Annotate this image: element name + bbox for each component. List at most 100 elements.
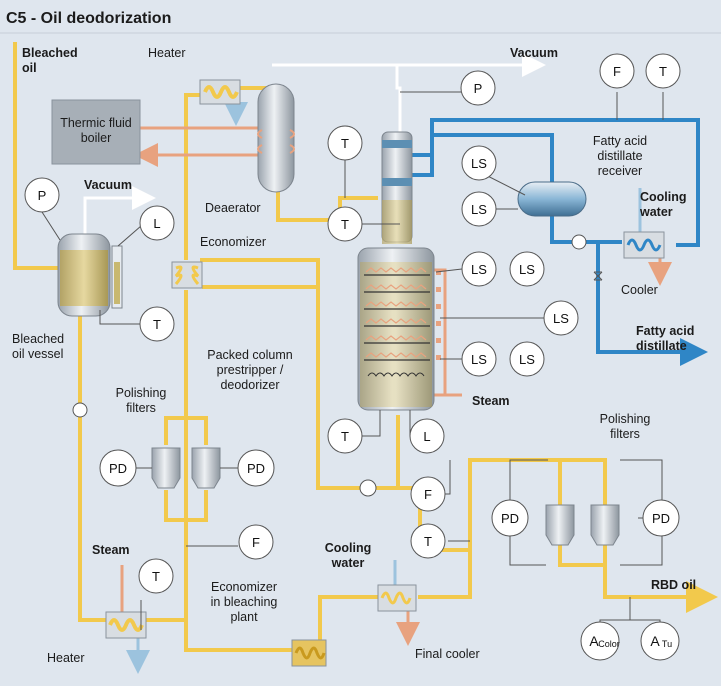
svg-text:PD: PD [501, 511, 519, 526]
instrument-ls-6[interactable]: LS [461, 341, 497, 377]
label-steam-right: Steam [472, 394, 510, 408]
label-rbd-oil: RBD oil [651, 578, 697, 592]
page-title: C5 - Oil deodorization [6, 10, 172, 27]
label-final-cooler: Final cooler [415, 647, 480, 661]
svg-text:P: P [474, 81, 483, 96]
label-polishing-filters-right: Polishing filters [599, 412, 651, 441]
svg-text:PD: PD [109, 461, 127, 476]
label-vacuum-left: Vacuum [84, 178, 132, 192]
heater-bottom [105, 611, 147, 639]
svg-text:P: P [38, 188, 47, 203]
instrument-f-top[interactable]: F [599, 53, 635, 89]
instrument-pd-right-2[interactable]: PD [642, 499, 680, 537]
instrument-t-right[interactable]: T [410, 523, 446, 559]
instrument-ls-7[interactable]: LS [509, 341, 545, 377]
instrument-l-vessel[interactable]: L [139, 205, 175, 241]
thermic-fluid-boiler [51, 99, 141, 165]
svg-text:PD: PD [247, 461, 265, 476]
instrument-ls-4[interactable]: LS [509, 251, 545, 287]
label-steam-left: Steam [92, 543, 130, 557]
instrument-ls-5[interactable]: LS [543, 300, 579, 336]
label-cooler: Cooler [621, 283, 658, 297]
svg-text:LS: LS [471, 156, 487, 171]
deaerator [257, 83, 295, 193]
polishing-filters-left [151, 447, 221, 489]
label-polishing-filters-left: Polishing filters [115, 386, 167, 415]
label-cooling-water-top: Cooling water [640, 190, 687, 219]
svg-text:LS: LS [471, 352, 487, 367]
instrument-pd-left-1[interactable]: PD [99, 449, 137, 487]
svg-text:PD: PD [652, 511, 670, 526]
instrument-p-top[interactable]: P [460, 70, 496, 106]
instrument-a-color[interactable]: A Color [580, 621, 620, 661]
svg-text:A: A [589, 633, 599, 649]
bleached-oil-vessel [57, 233, 123, 317]
vacuum-lines [83, 53, 546, 238]
instrument-a-tu[interactable]: A Tu [640, 621, 680, 661]
svg-text:Color: Color [598, 639, 620, 649]
heater-top [199, 79, 241, 105]
label-fatty-acid-receiver: Fatty acid distillate receiver [592, 134, 648, 178]
label-packed-column: Packed column prestripper / deodorizer [207, 348, 293, 392]
pump-icon [359, 479, 377, 497]
oil-lines [13, 42, 718, 652]
label-bleached-oil-vessel: Bleached oil vessel [12, 332, 65, 361]
svg-text:T: T [153, 317, 161, 332]
instrument-t-deaerator-2[interactable]: T [327, 206, 363, 242]
svg-text:F: F [252, 535, 260, 550]
svg-text:T: T [341, 429, 349, 444]
instrument-f-left[interactable]: F [238, 524, 274, 560]
svg-text:L: L [423, 429, 430, 444]
instrument-pd-right-1[interactable]: PD [491, 499, 529, 537]
pump-icon [72, 402, 88, 418]
polishing-filters-right [545, 504, 620, 546]
distillate-lines [412, 118, 708, 366]
fatty-acid-receiver [517, 181, 587, 217]
svg-text:LS: LS [471, 202, 487, 217]
pump-icon [571, 234, 587, 250]
svg-text:T: T [424, 534, 432, 549]
label-economizer: Economizer [200, 235, 266, 249]
svg-text:LS: LS [553, 311, 569, 326]
instrument-t-top[interactable]: T [645, 53, 681, 89]
label-thermic-fluid-boiler: Thermic fluid boiler [60, 116, 132, 145]
instrument-t-deaerator-1[interactable]: T [327, 125, 363, 161]
label-economizer-bleaching: Economizer in bleaching plant [210, 580, 278, 624]
svg-text:T: T [659, 64, 667, 79]
svg-text:T: T [341, 217, 349, 232]
svg-text:Tu: Tu [662, 639, 672, 649]
svg-text:L: L [153, 216, 160, 231]
packed-column [357, 131, 441, 411]
instrument-f-right[interactable]: F [410, 476, 446, 512]
label-vacuum-top: Vacuum [510, 46, 558, 60]
label-fatty-acid-distillate: Fatty acid distillate [636, 324, 695, 353]
hot-fluid-lines [120, 126, 672, 646]
economizer [171, 261, 203, 289]
instrument-t-vessel[interactable]: T [139, 306, 175, 342]
instrument-l-column-bottom[interactable]: L [409, 418, 445, 454]
label-bleached-oil: Bleached oil [22, 46, 78, 75]
label-heater-top: Heater [148, 46, 186, 60]
instrument-t-steam[interactable]: T [138, 558, 174, 594]
svg-text:F: F [424, 487, 432, 502]
economizer-bleaching [291, 639, 327, 667]
valve-icon [593, 271, 603, 281]
label-heater-bottom: Heater [47, 651, 85, 665]
svg-text:LS: LS [519, 352, 535, 367]
label-cooling-water-bottom: Cooling water [324, 541, 372, 570]
instrument-ls-3[interactable]: LS [461, 251, 497, 287]
svg-text:LS: LS [471, 262, 487, 277]
svg-text:LS: LS [519, 262, 535, 277]
instrument-t-column-bottom[interactable]: T [327, 418, 363, 454]
label-deaerator: Deaerator [205, 201, 261, 215]
instrument-p-left[interactable]: P [24, 177, 60, 213]
instrument-ls-1[interactable]: LS [461, 145, 497, 181]
instrument-ls-2[interactable]: LS [461, 191, 497, 227]
svg-text:T: T [341, 136, 349, 151]
svg-text:A: A [650, 633, 660, 649]
instrument-pd-left-2[interactable]: PD [237, 449, 275, 487]
svg-text:F: F [613, 64, 621, 79]
cooler [623, 231, 665, 259]
svg-text:T: T [152, 569, 160, 584]
